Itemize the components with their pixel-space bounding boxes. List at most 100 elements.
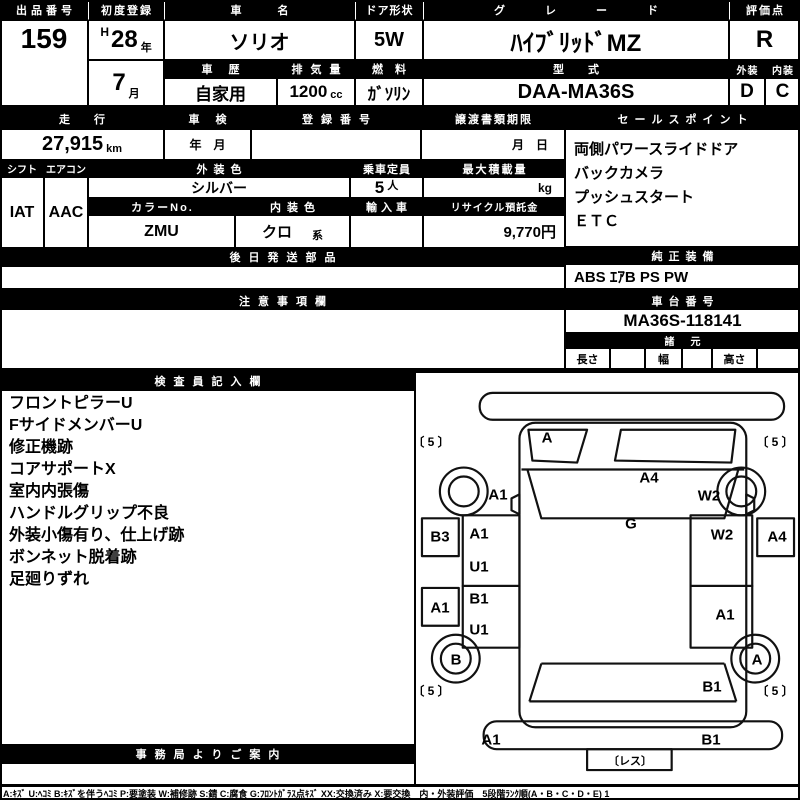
mileage-header: 走行 [0,109,164,129]
sales-point-item: ＥＴＣ [574,213,620,230]
right-fender-box [756,517,796,558]
chassis-number-value: MA36S-118141 [565,309,800,333]
interior-color-suffix: 系 [312,230,323,242]
car-name-header: 車名 [164,0,355,20]
damage-marker: B1 [469,590,489,608]
exterior-score-value: D [729,78,765,106]
damage-marker: A1 [481,731,501,749]
damage-marker: B3 [430,528,450,546]
exterior-color-header: 外装色 [88,160,350,177]
office-info-value [0,763,415,785]
displacement-header: 排気量 [277,60,355,78]
mileage-unit: km [106,143,123,155]
damage-marker: A1 [715,606,735,624]
displacement-value: 1200 cc [277,78,355,106]
damage-marker: G [625,515,637,533]
capacity-header: 乗車定員 [350,160,423,177]
dimensions-header: 諸元 [565,333,800,348]
inspector-note-item: ボンネット脱着跡 [9,549,137,566]
imported-header: 輸入車 [350,198,423,215]
damage-marker: B [450,651,462,669]
inspection-header: 車検 [164,109,251,129]
imported-value [350,215,423,248]
score-value: R [729,20,800,60]
damage-marker: A4 [767,528,787,546]
height-value [757,348,800,369]
damage-marker: W2 [697,487,721,505]
grade-value: ﾊｲﾌﾞﾘｯﾄﾞMZ [423,20,729,60]
inspector-note-item: 室内内張傷 [9,483,90,500]
mileage-number: 27,915 [41,133,104,155]
aircon-header: エアコン [44,160,88,177]
recycle-deposit-value: 9,770円 [423,215,565,248]
reg-year: 28 [110,26,138,53]
chassis-number-header: 車台番号 [565,292,800,309]
interior-score-header: 内装 [765,60,800,78]
damage-marker: A1 [430,599,450,617]
aircon-value: AAC [44,177,88,248]
model-code-value: DAA-MA36S [423,78,729,106]
inspector-notes-header: 検査員記入欄 [0,372,415,390]
sales-points-header: セールスポイント [565,109,800,129]
shift-header: シフト [0,160,44,177]
sales-point-item: バックカメラ [574,165,665,182]
sales-points-list: 両側パワースライドドアバックカメラプッシュスタート ＥＴＣ [565,129,800,247]
displacement-unit: cc [330,89,343,101]
notes-value [0,309,565,369]
history-header: 車歴 [164,60,277,78]
rear-right-wheel [730,633,781,684]
damage-marker: B1 [701,731,721,749]
left-headlight-shape [527,428,589,464]
right-headlight-shape [613,428,737,464]
inspector-note-item: 足廻りずれ [9,571,90,588]
lot-number-value: 159 [0,20,88,106]
damage-marker: A1 [469,525,489,543]
model-code-header: 型式 [423,60,729,78]
max-load-value: kg [423,177,565,198]
windshield-shape [526,469,740,520]
capacity-number: 5 [374,177,385,197]
month-unit: 月 [128,88,140,100]
length-label: 長さ [565,348,610,369]
inspector-note-item: ハンドルグリップ不良 [9,505,170,522]
score-header: 評価点 [729,0,800,20]
height-label: 高さ [712,348,757,369]
sales-point-item: プッシュスタート [574,189,695,206]
exterior-color-value: シルバー [88,177,350,198]
damage-marker: 〔 5 〕 [415,684,450,698]
color-no-header: カラーNo. [88,198,235,215]
sales-point-item: 両側パワースライドドア [574,141,739,158]
damage-code-legend: A:ｷｽﾞ U:ﾍｺﾐ B:ｷｽﾞを伴うﾍｺﾐ P:要塗装 W:補修跡 S:錆 … [0,785,800,800]
color-no-value: ZMU [88,215,235,248]
damage-marker: 〔レス〕 [608,755,652,768]
door-shape-header: ドア形状 [355,0,423,20]
damage-marker: A1 [488,486,508,504]
fuel-value: ｶﾞｿﾘﾝ [355,78,423,106]
exterior-score-header: 外装 [729,60,765,78]
fuel-header: 燃料 [355,60,423,78]
damage-marker: 〔 5 〕 [756,684,794,698]
rear-left-wheel [430,633,481,684]
damage-marker: A [751,651,763,669]
genuine-equipment-value: ABS ｴｱB PS PW [565,264,800,289]
reg-month: 7 [112,69,126,96]
right-rear-door-panel [689,584,754,649]
left-rear-door-panel [461,584,521,649]
interior-color-name: クロ [261,224,292,241]
capacity-value: 5 人 [350,177,423,198]
max-load-header: 最大積載量 [423,160,565,177]
front-bumper-shape [478,391,786,421]
damage-marker: 〔 5 〕 [756,435,794,449]
first-registration-year: H 28 年 [88,20,164,60]
inspection-value: 年 月 [164,129,251,160]
interior-color-value: クロ 系 [235,215,350,248]
car-outline-drawing [420,391,796,772]
rear-window-shape [528,662,738,703]
inspector-note-item: 修正機跡 [9,439,74,456]
interior-score-value: C [765,78,800,106]
interior-color-header: 内装色 [235,198,350,215]
registration-number-value [251,129,421,160]
